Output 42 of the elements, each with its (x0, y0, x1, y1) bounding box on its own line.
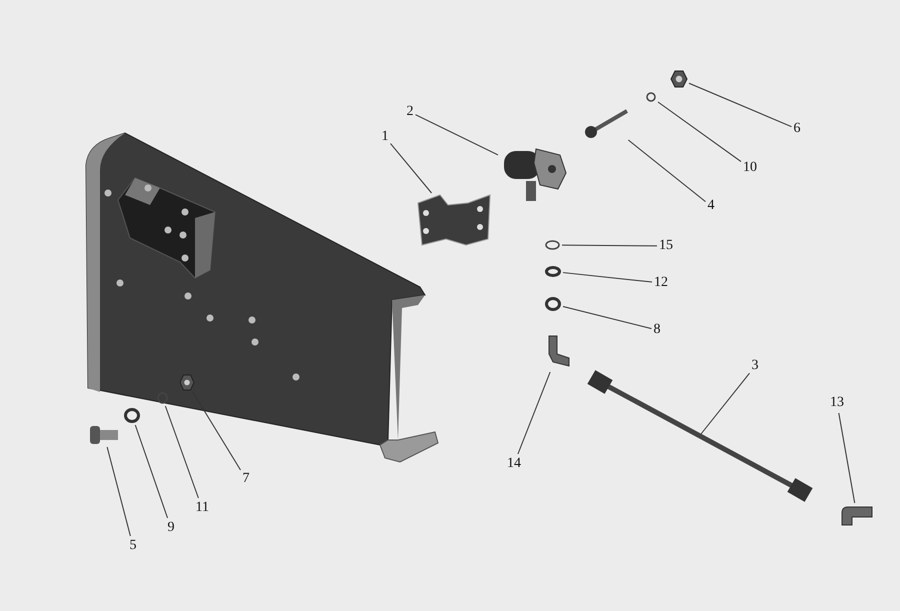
callout-number: 3 (752, 358, 758, 374)
callout-number: 6 (794, 121, 800, 137)
leader-line (106, 446, 131, 536)
callout-number: 1 (382, 129, 388, 145)
bolt-drawing (90, 425, 118, 445)
nut-drawing (671, 71, 687, 87)
callout-number: 5 (130, 538, 136, 554)
callout-number: 2 (406, 104, 414, 120)
leader-line (562, 244, 658, 246)
leader-line (562, 272, 652, 283)
leader-line (628, 140, 706, 202)
callout-number: 4 (708, 198, 714, 214)
washer-drawing (545, 266, 561, 277)
leader-line (134, 424, 168, 518)
leader-line (688, 82, 792, 128)
ring-drawing (646, 92, 656, 102)
callout-number: 13 (830, 395, 844, 411)
pipe-drawing (590, 372, 812, 502)
callout-number: 9 (168, 520, 174, 536)
callout-number: 10 (743, 160, 757, 176)
leader-line (517, 372, 551, 454)
callout-number: 7 (242, 471, 250, 487)
callout-number: 14 (507, 456, 521, 472)
leader-line (658, 102, 742, 162)
callout-number: 15 (659, 238, 673, 254)
ring-drawing (157, 392, 168, 404)
leader-line (415, 114, 498, 156)
ring-drawing (545, 240, 560, 250)
bracket-plate-drawing (418, 195, 490, 245)
callout-number: 12 (654, 275, 668, 291)
callout-number: 11 (196, 500, 209, 516)
bolt-drawing (585, 108, 629, 138)
leader-line (192, 392, 241, 470)
washer-drawing (545, 297, 561, 311)
leader-line (390, 143, 432, 194)
nut-drawing (180, 375, 194, 390)
leader-line (562, 306, 652, 330)
leader-line (164, 406, 199, 498)
callout-number: 8 (654, 322, 660, 338)
leader-line (700, 372, 750, 434)
leader-line (838, 412, 856, 504)
washer-drawing (124, 408, 140, 423)
